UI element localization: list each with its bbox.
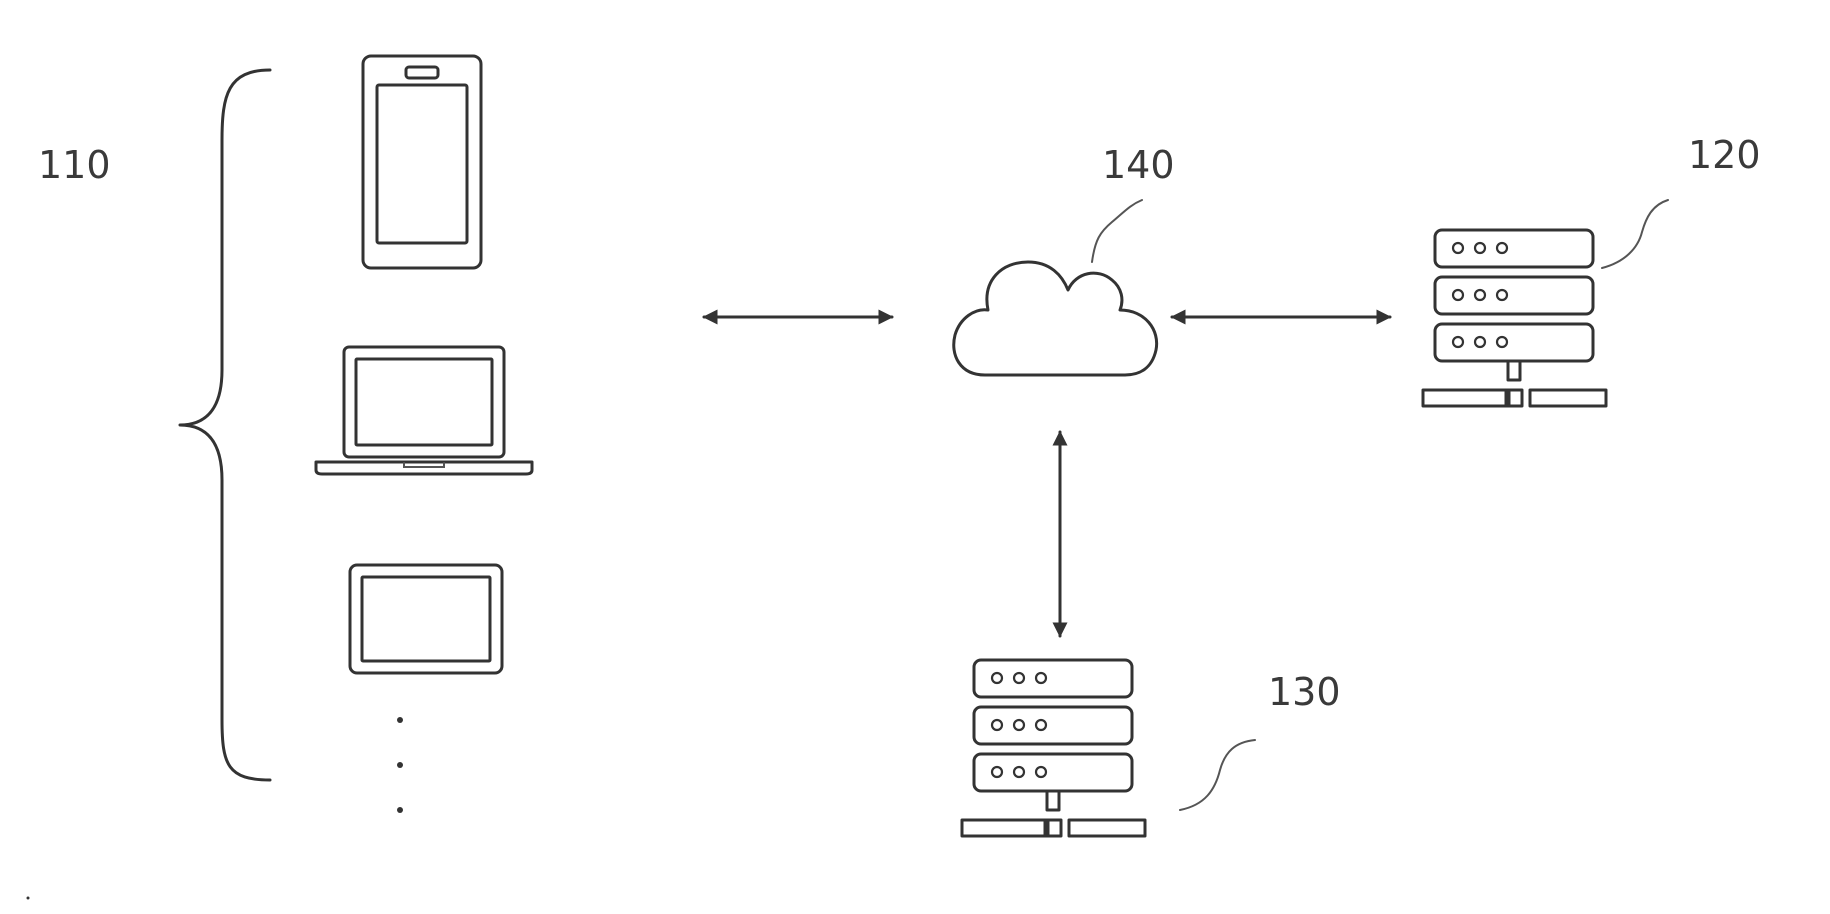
label-network: 140 <box>1102 143 1175 187</box>
leader-server-a <box>1602 200 1668 268</box>
ellipsis-icon <box>397 717 403 813</box>
tablet-icon <box>350 565 502 673</box>
label-server-a: 120 <box>1688 133 1761 177</box>
cloud-icon <box>954 262 1157 375</box>
leader-server-b <box>1180 740 1255 810</box>
device-group-brace <box>180 70 270 780</box>
label-server-b: 130 <box>1268 670 1341 714</box>
laptop-icon <box>316 347 532 474</box>
label-client-devices: 110 <box>38 143 111 187</box>
smartphone-icon <box>363 56 481 268</box>
server-a-icon <box>1423 230 1606 406</box>
server-b-icon <box>962 660 1145 836</box>
stray-mark <box>27 897 30 900</box>
leader-network <box>1092 200 1142 262</box>
